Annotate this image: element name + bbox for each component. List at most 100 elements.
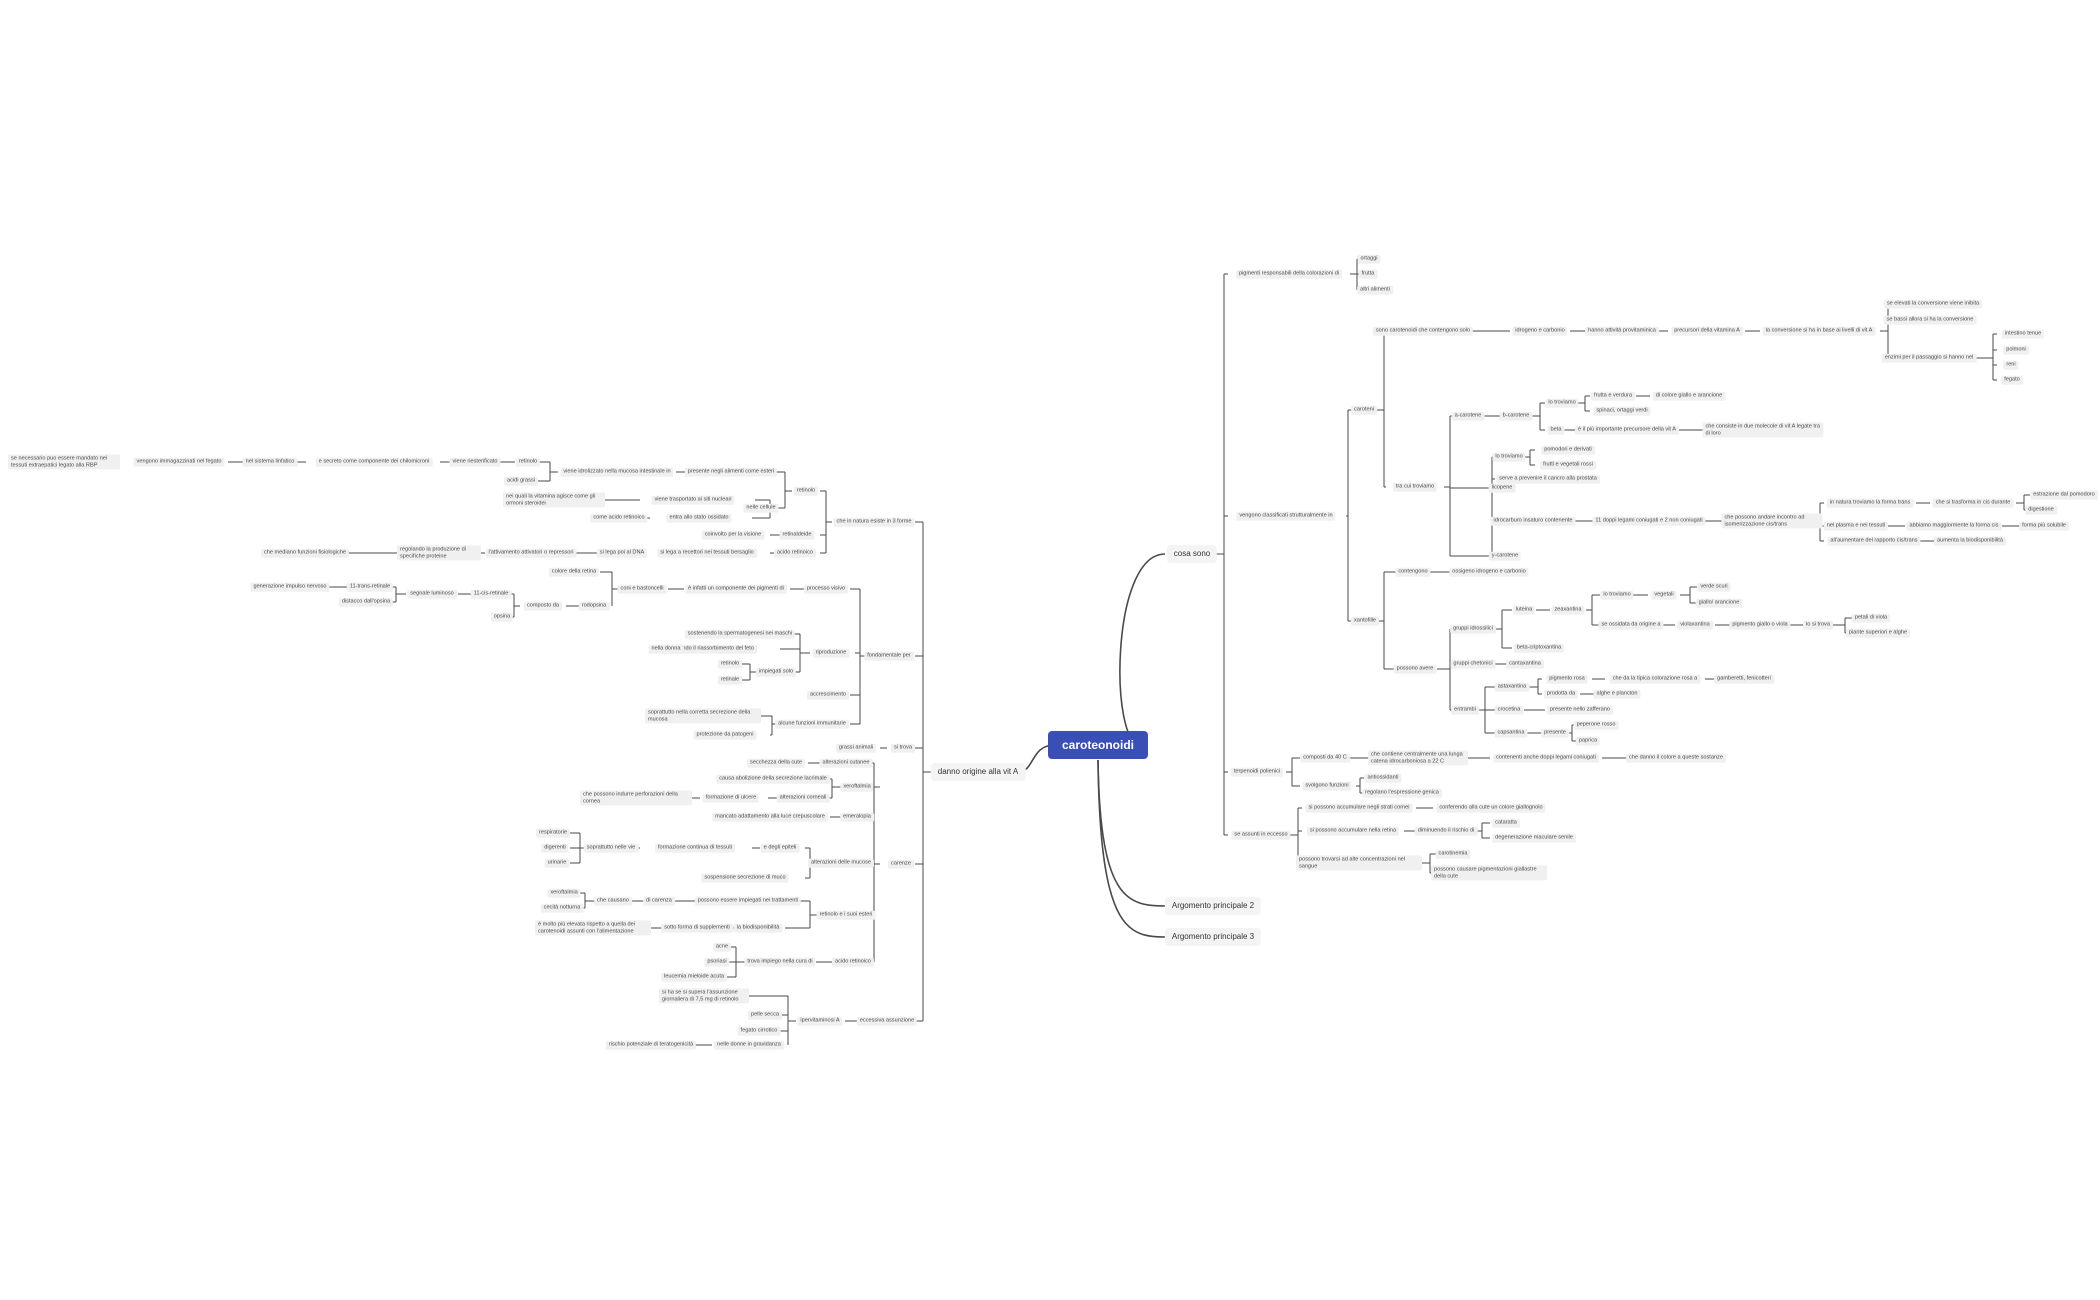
node[interactable]: frutta e verdura <box>1591 391 1635 401</box>
node[interactable]: crocetina <box>1494 705 1524 715</box>
node[interactable]: che in natura esiste in 3 forme <box>833 517 915 527</box>
node[interactable]: b-carotene <box>1499 411 1533 421</box>
branch-cosa-sono[interactable]: cosa sono <box>1166 545 1218 563</box>
node[interactable]: forma più solubile <box>2019 521 2069 531</box>
node[interactable]: la conversione si ha in base ai livelli … <box>1762 326 1876 336</box>
node[interactable]: presente nello zafferano <box>1547 705 1613 715</box>
node[interactable]: retinolo <box>793 486 819 496</box>
node[interactable]: retinolo <box>515 457 541 467</box>
node[interactable]: enzimi per il passaggio si hanno nel <box>1881 353 1977 363</box>
node[interactable]: che danno il colore a queste sostanze <box>1626 753 1726 763</box>
node[interactable]: se elevati la conversione viene inibita <box>1883 299 1983 309</box>
node[interactable]: frutti e vegetali rossi <box>1540 460 1596 470</box>
branch-argomento-3[interactable]: Argomento principale 3 <box>1164 928 1262 946</box>
node[interactable]: riproduzione <box>812 648 850 658</box>
node[interactable]: regolando la produzione di specifiche pr… <box>397 545 481 561</box>
node[interactable]: che contiene centralmente una lunga cate… <box>1368 750 1468 766</box>
node[interactable]: paprica <box>1575 736 1601 746</box>
node[interactable]: rischio potenziale di teratogenicità <box>605 1040 697 1050</box>
node[interactable]: idrocarburo insaturo contenente <box>1490 516 1576 526</box>
node[interactable]: trova impiego nella cura di <box>744 957 816 967</box>
node[interactable]: serve a prevenire il cancro alla prostat… <box>1496 474 1600 484</box>
node[interactable]: pomodori e derivati <box>1541 445 1595 455</box>
node[interactable]: all'aumentare del rapporto cis/trans <box>1827 536 1921 546</box>
node[interactable]: che si trasforma in cis durante <box>1932 498 2014 508</box>
node[interactable]: emeralopia <box>840 812 874 822</box>
node[interactable]: luteina <box>1512 605 1536 615</box>
node[interactable]: di colore giallo e arancione <box>1652 391 1726 401</box>
node[interactable]: terpenoidi polienici <box>1230 767 1284 777</box>
node[interactable]: retinale <box>717 675 743 685</box>
node[interactable]: y-carotene <box>1488 551 1522 561</box>
node[interactable]: licopene <box>1488 483 1516 493</box>
node[interactable]: vengono classificati strutturalmente in <box>1236 511 1336 521</box>
node[interactable]: formazione di ulcere <box>702 793 760 803</box>
node[interactable]: degenerazione maculare senile <box>1492 833 1576 843</box>
node[interactable]: sostenendo la spermatogenesi nei maschi <box>684 629 796 639</box>
node[interactable]: alterazioni cutanee <box>819 758 873 768</box>
node[interactable]: in natura troviamo la forma trans <box>1826 498 1914 508</box>
node[interactable]: acido retinoico <box>831 957 875 967</box>
node[interactable]: a-carotene <box>1451 411 1485 421</box>
node[interactable]: soprattutto nella corretta secrezione de… <box>645 708 761 724</box>
node[interactable]: diminuendo il rischio di <box>1414 826 1478 836</box>
node[interactable]: impedendo il riassorbimento del feto <box>661 644 757 654</box>
node[interactable]: ossigeno idrogeno e carbonio <box>1449 567 1529 577</box>
node[interactable]: che causano <box>594 896 632 906</box>
node[interactable]: mancato adattamento alla luce crepuscola… <box>712 812 828 822</box>
node[interactable]: astaxantina <box>1494 682 1530 692</box>
branch-argomento-2[interactable]: Argomento principale 2 <box>1164 897 1262 915</box>
node[interactable]: formazione continua di tessuti <box>654 843 736 853</box>
node[interactable]: che consiste in due molecole di vit A le… <box>1702 422 1824 438</box>
node[interactable]: coni e bastoncelli <box>617 584 667 594</box>
node[interactable]: carotinemia <box>1435 849 1471 859</box>
node[interactable]: viene idrolizzato nella mucosa intestina… <box>560 467 674 477</box>
node[interactable]: nel sistema linfatico <box>242 457 298 467</box>
node[interactable]: prodotta da <box>1543 689 1579 699</box>
node[interactable]: alterazioni delle mucose <box>807 858 875 868</box>
node[interactable]: si trova <box>890 743 916 753</box>
node[interactable]: idrogeno e carbonio <box>1512 326 1568 336</box>
node[interactable]: 11-trans-retinale <box>346 582 394 592</box>
node[interactable]: è molto più elevata rispetto a quella de… <box>535 920 651 936</box>
node[interactable]: cecità notturna <box>540 903 584 913</box>
node[interactable]: e secreto come componente dei chilomicro… <box>315 457 433 467</box>
node[interactable]: lo troviamo <box>1492 452 1526 462</box>
node[interactable]: rodopsina <box>578 601 610 611</box>
node[interactable]: vengono immagazzinati nel fegato <box>133 457 225 467</box>
node[interactable]: possono trovarsi ad alte concentrazioni … <box>1296 855 1422 871</box>
node[interactable]: si ha se si supera l'assunzione giornali… <box>659 988 749 1004</box>
node[interactable]: acido retinoico <box>773 548 817 558</box>
node[interactable]: si possono accumulare nella retina <box>1306 826 1400 836</box>
node[interactable]: se assunti in eccesso <box>1231 830 1291 840</box>
node[interactable]: si lega poi al DNA <box>596 548 648 558</box>
node[interactable]: nel plasma e nei tessuti <box>1823 521 1889 531</box>
node[interactable]: composti da 40 C <box>1300 753 1350 763</box>
node[interactable]: peperone rosso <box>1573 720 1619 730</box>
node[interactable]: urinarie <box>544 858 570 868</box>
node[interactable]: beta <box>1547 425 1565 435</box>
node[interactable]: l'attivamento attivatori o repressori <box>485 548 577 558</box>
node[interactable]: processo visivo <box>803 584 849 594</box>
node[interactable]: se bassi allora si ha la conversione <box>1883 315 1977 325</box>
node[interactable]: contengono <box>1395 567 1431 577</box>
node[interactable]: xeroftalmia <box>840 782 874 792</box>
node[interactable]: distacco dall'opsina <box>338 597 394 607</box>
node[interactable]: pigmento rosa <box>1546 674 1588 684</box>
node[interactable]: retinolo <box>717 659 743 669</box>
node[interactable]: è il più importante precursore della vit… <box>1575 425 1679 435</box>
node[interactable]: si possono accumulare negli strati corne… <box>1305 803 1413 813</box>
node[interactable]: caroteni <box>1351 405 1377 415</box>
node[interactable]: violaxantina <box>1677 620 1713 630</box>
node[interactable]: nei quali la vitamina agisce come gli or… <box>503 492 605 508</box>
node[interactable]: altri alimenti <box>1357 285 1393 295</box>
node[interactable]: che mediano funzioni fisiologiche <box>260 548 350 558</box>
node[interactable]: gruppi chetonici <box>1450 659 1496 669</box>
node[interactable]: digerenti <box>541 843 569 853</box>
node[interactable]: possono avere <box>1393 664 1437 674</box>
node[interactable]: che da la tipica colorazione rosa a <box>1609 674 1701 684</box>
node[interactable]: impiegati solo <box>755 667 797 677</box>
node[interactable]: lo si trova <box>1803 620 1833 630</box>
node[interactable]: ipervitaminosi A <box>797 1016 843 1026</box>
node[interactable]: fegato <box>2001 375 2023 385</box>
